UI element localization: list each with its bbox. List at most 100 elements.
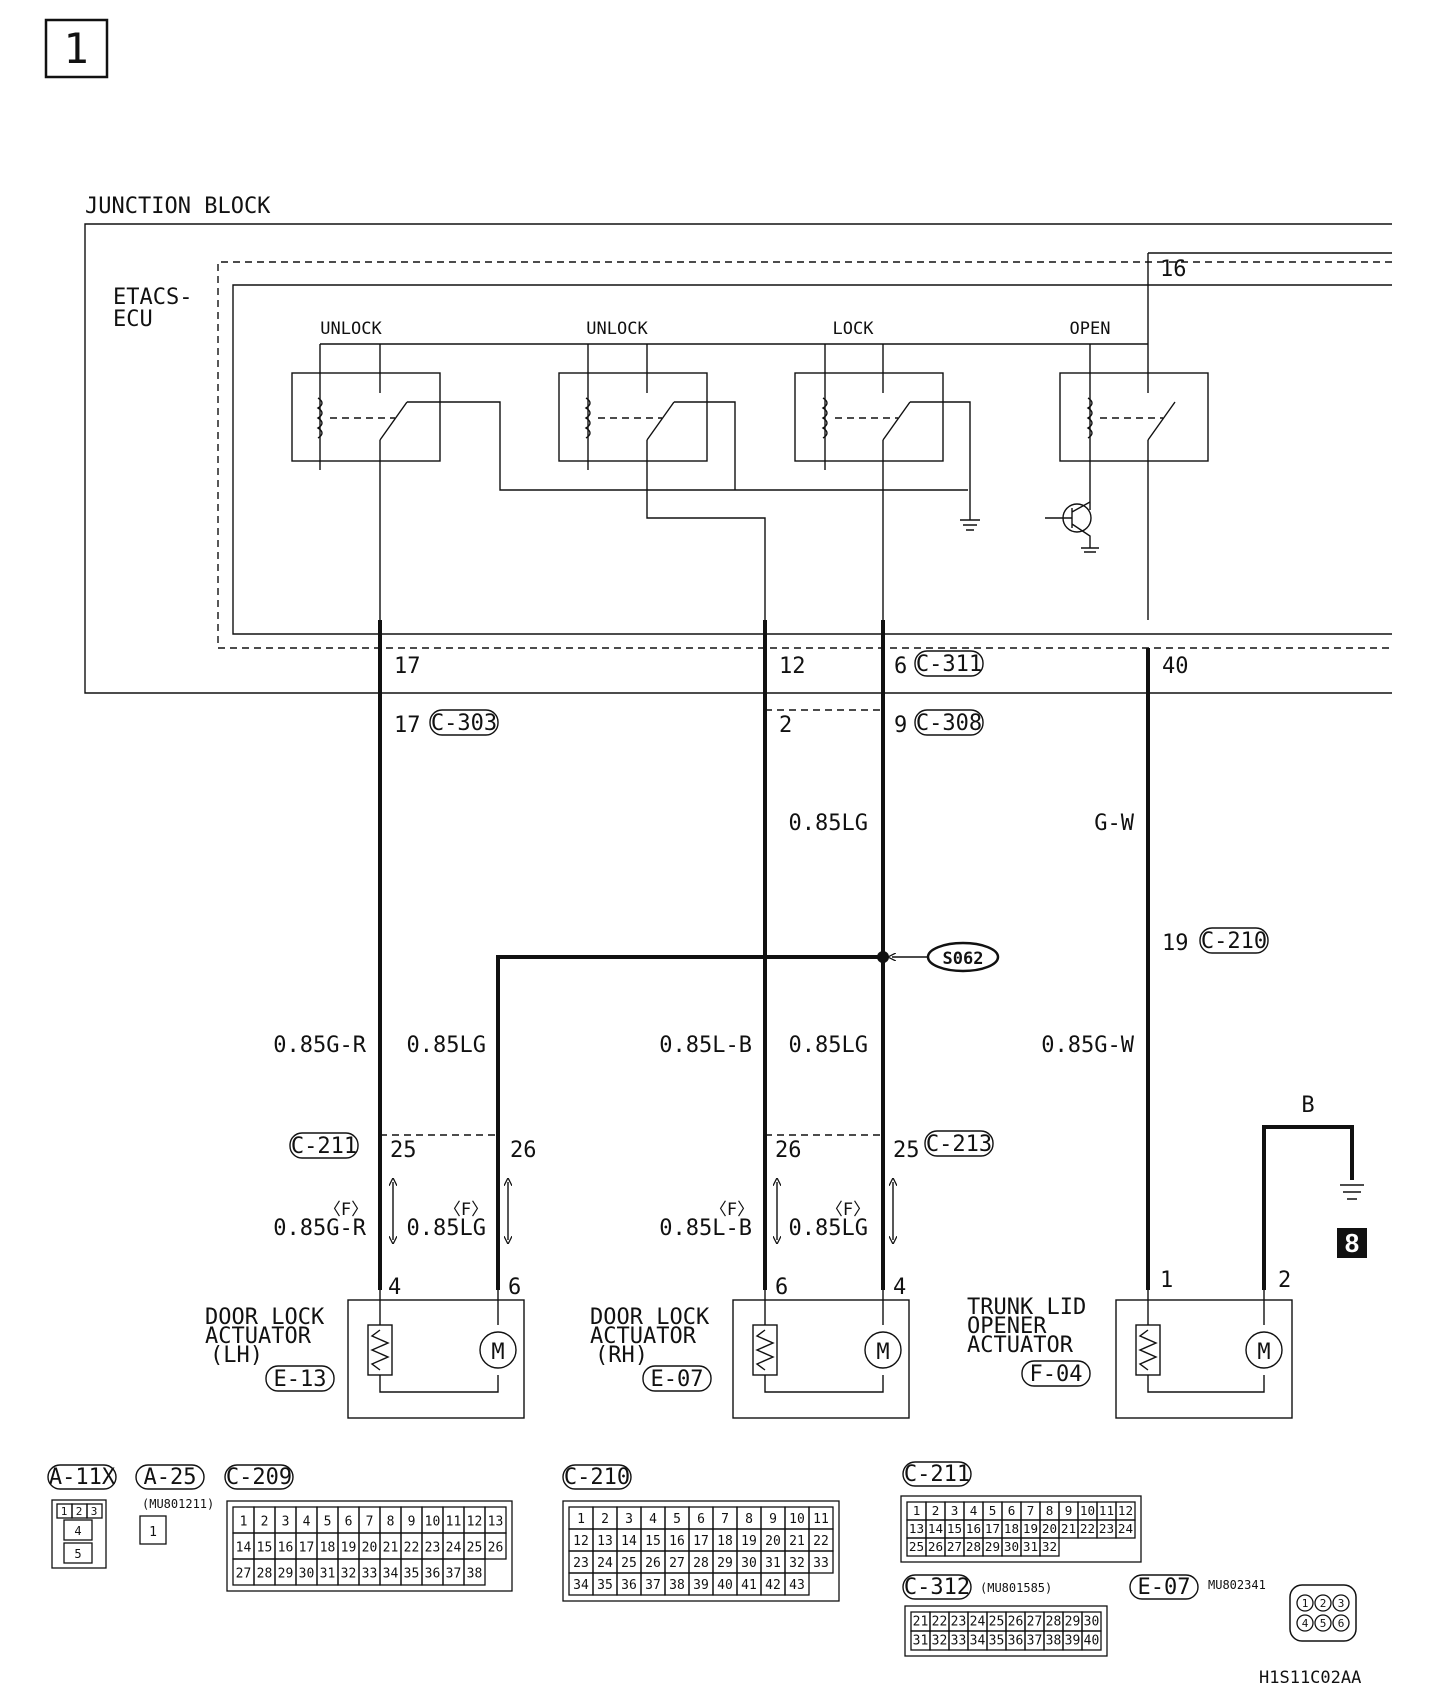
connector-c311: C-311 (914, 650, 984, 677)
relay-lock: LOCK (794, 319, 980, 620)
connector-c303: C-303 (429, 709, 499, 736)
connector-pin: 25 (909, 1539, 924, 1554)
motor-icon (1245, 1331, 1283, 1369)
connector-pin: 23 (573, 1556, 589, 1571)
connector-pin: 35 (989, 1634, 1005, 1649)
connector-pin: 20 (1042, 1521, 1057, 1536)
relay-coil-icon (821, 397, 828, 439)
door-lock-actuator-rh: DOOR LOCK ACTUATOR (RH) E-07 M (590, 1290, 910, 1419)
connector-pin: 27 (669, 1556, 685, 1571)
connector-pin: 22 (813, 1534, 829, 1549)
svg-text:C-210: C-210 (1201, 929, 1267, 954)
connector-pin: 21 (789, 1534, 805, 1549)
connector-pin: 17 (985, 1521, 1000, 1536)
svg-text:OPENER: OPENER (967, 1314, 1047, 1339)
svg-text:F-04: F-04 (1030, 1362, 1083, 1387)
connector-pin: 22 (404, 1541, 420, 1556)
connector-pin: 30 (741, 1556, 757, 1571)
connector-pin: 10 (789, 1512, 805, 1527)
connector-pin: 37 (645, 1578, 661, 1593)
terminal-40: 40 (1162, 654, 1189, 679)
actuator-trunk-pin-1: 1 (1160, 1268, 1173, 1293)
connector-pin: 5 (74, 1547, 81, 1561)
f-marker: 〈F〉 (710, 1200, 754, 1220)
connector-pin: 2 (932, 1503, 940, 1518)
connector-pin: 36 (425, 1567, 441, 1582)
terminal-16: 16 (1160, 257, 1187, 282)
svg-text:ACTUATOR: ACTUATOR (967, 1333, 1074, 1358)
terminal-17-jb: 17 (394, 654, 421, 679)
page-number: 1 (63, 24, 88, 73)
connector-pin: 6 (1008, 1503, 1016, 1518)
junction-block-label: JUNCTION BLOCK (85, 194, 271, 219)
connector-pin: 11 (446, 1515, 462, 1530)
connector-pin: 10 (425, 1515, 441, 1530)
connector-pin: 21 (383, 1541, 399, 1556)
connector-pin: 31 (1023, 1539, 1038, 1554)
svg-text:S062: S062 (943, 949, 984, 969)
connector-pin: 2 (1320, 1597, 1327, 1610)
actuator-coil-icon (367, 1324, 393, 1376)
connector-pin: 1 (1302, 1597, 1309, 1610)
connector-view-c312: C-312 (902, 1574, 972, 1600)
connector-pin: 34 (970, 1634, 986, 1649)
f-marker: 〈F〉 (324, 1200, 368, 1220)
wire-label: 0.85L-B (659, 1033, 752, 1058)
connector-pin: 24 (970, 1615, 986, 1630)
connector-pin: 37 (1027, 1634, 1043, 1649)
connector-pin: 32 (932, 1634, 948, 1649)
svg-text:C-210: C-210 (564, 1465, 630, 1490)
ground-icon (1081, 547, 1099, 553)
connector-pin: 39 (1065, 1634, 1081, 1649)
connector-pin: 36 (1008, 1634, 1024, 1649)
connector-pin: 13 (597, 1534, 613, 1549)
connector-view-c210: C-210 (562, 1464, 632, 1490)
connector-pin: 3 (951, 1503, 959, 1518)
connector-pin: 29 (717, 1556, 733, 1571)
connector-pin: 5 (324, 1515, 332, 1530)
connector-pin: 6 (1338, 1617, 1345, 1630)
junction-block: JUNCTION BLOCK ETACS- ECU (84, 194, 1392, 694)
connector-pin: 13 (488, 1515, 504, 1530)
actuator-coil-icon (1135, 1324, 1161, 1376)
connector-pin: 32 (341, 1567, 357, 1582)
connector-c213: C-213 (924, 1130, 994, 1157)
e07-part-number: MU802341 (1208, 1578, 1266, 1592)
connector-pin: 7 (366, 1515, 374, 1530)
wire-label: G-W (1094, 811, 1134, 836)
svg-text:C-209: C-209 (226, 1465, 292, 1490)
connector-pin: 26 (645, 1556, 661, 1571)
connector-pin: 4 (74, 1524, 81, 1538)
svg-text:C-211: C-211 (904, 1462, 970, 1487)
connector-pin: 23 (425, 1541, 441, 1556)
connector-pin: 19 (341, 1541, 357, 1556)
relay-label-lock: LOCK (833, 319, 875, 339)
connector-c308: C-308 (914, 709, 984, 736)
svg-text:A-11X: A-11X (49, 1465, 116, 1490)
actuator-lh-pin-6: 6 (508, 1275, 521, 1300)
actuator-trunk-pin-2: 2 (1278, 1268, 1291, 1293)
connector-c211: C-211 (289, 1132, 359, 1159)
svg-text:E-13: E-13 (274, 1367, 327, 1392)
connector-pin: 26 (928, 1539, 943, 1554)
connector-pin: 30 (1084, 1615, 1100, 1630)
connector-a25-pins: 1 (139, 1515, 167, 1545)
connector-pin: 26 (1008, 1615, 1024, 1630)
connector-pin: 19 (741, 1534, 757, 1549)
svg-text:(RH): (RH) (595, 1343, 648, 1368)
terminal-19: 19 (1162, 931, 1189, 956)
connector-pin: 2 (76, 1505, 83, 1518)
connector-pin: 34 (573, 1578, 589, 1593)
connector-pin: 16 (966, 1521, 981, 1536)
terminal-6-jb: 6 (894, 654, 907, 679)
connector-pin: 21 (1061, 1521, 1076, 1536)
wire-label: 0.85G-R (273, 1033, 366, 1058)
relay-open: OPEN (1045, 319, 1209, 620)
connector-pin: 18 (320, 1541, 336, 1556)
connector-pin: 3 (282, 1515, 290, 1530)
